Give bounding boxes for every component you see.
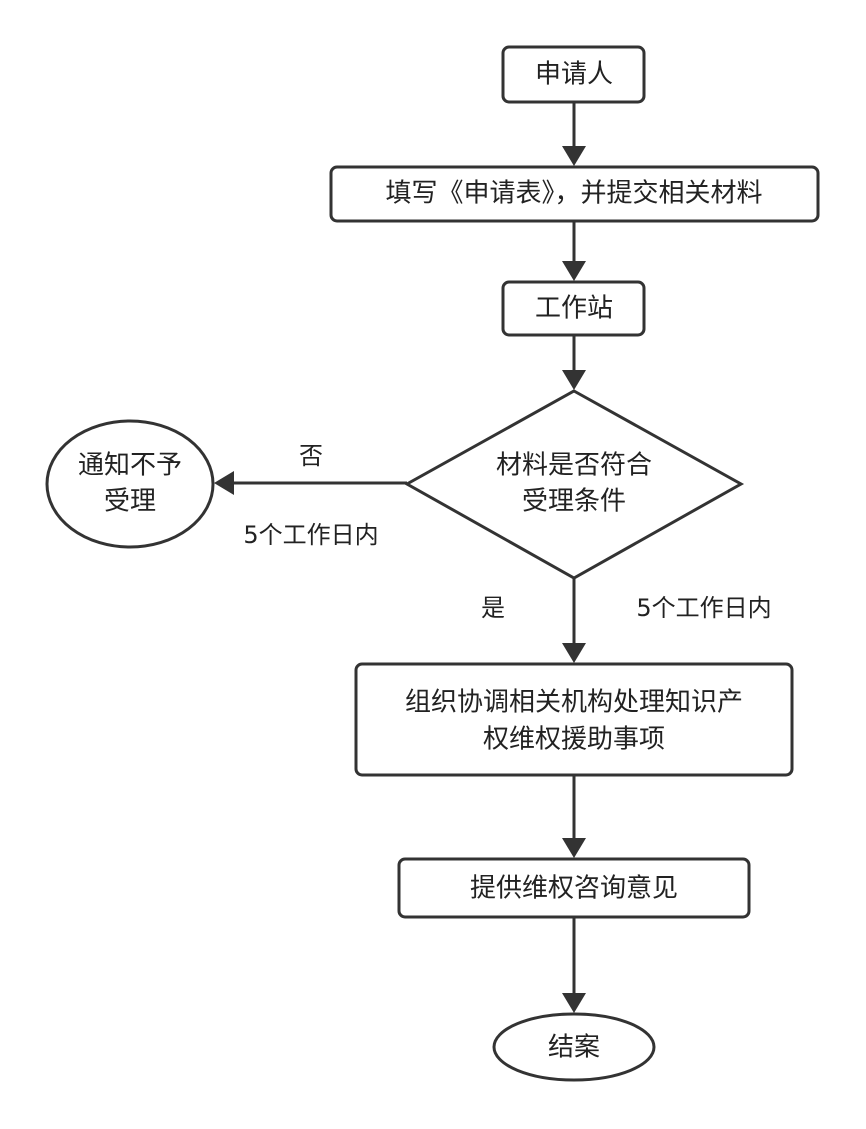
node-coordinate-label-line2: 权维权援助事项	[483, 725, 665, 755]
node-decision: 材料是否符合 受理条件	[403, 389, 745, 580]
node-decision-label-line1: 材料是否符合	[496, 451, 652, 481]
arrowhead-down-icon	[562, 643, 586, 663]
node-close-case: 结案	[492, 1012, 656, 1082]
arrowhead-left-icon	[214, 471, 234, 495]
node-reject-label-line1: 通知不予	[78, 451, 182, 481]
edge-label-no-deadline: 5个工作日内	[243, 521, 378, 549]
arrowhead-down-icon	[562, 261, 586, 281]
node-fill-form: 填写《申请表》，并提交相关材料	[329, 165, 820, 223]
node-fill-form-label: 填写《申请表》，并提交相关材料	[385, 179, 762, 209]
node-workstation-label: 工作站	[535, 294, 613, 324]
edge-label-yes: 是	[481, 594, 505, 622]
node-applicant-label: 申请人	[535, 60, 613, 90]
arrowhead-down-icon	[562, 146, 586, 166]
node-applicant: 申请人	[501, 45, 646, 104]
edge-label-yes-deadline: 5个工作日内	[636, 594, 771, 622]
node-reject-label-line2: 受理	[104, 487, 156, 517]
node-coordinate-label-line1: 组织协调相关机构处理知识产	[405, 688, 743, 718]
arrowhead-down-icon	[562, 370, 586, 390]
node-workstation: 工作站	[501, 280, 646, 337]
node-advice: 提供维权咨询意见	[397, 857, 751, 919]
node-decision-label-line2: 受理条件	[522, 487, 626, 517]
node-advice-label: 提供维权咨询意见	[470, 874, 678, 904]
node-coordinate: 组织协调相关机构处理知识产 权维权援助事项	[354, 662, 794, 777]
edge-label-no: 否	[299, 442, 323, 470]
arrowhead-down-icon	[562, 993, 586, 1013]
node-close-case-label: 结案	[548, 1033, 600, 1063]
arrowhead-down-icon	[562, 838, 586, 858]
node-reject: 通知不予 受理	[45, 419, 215, 549]
